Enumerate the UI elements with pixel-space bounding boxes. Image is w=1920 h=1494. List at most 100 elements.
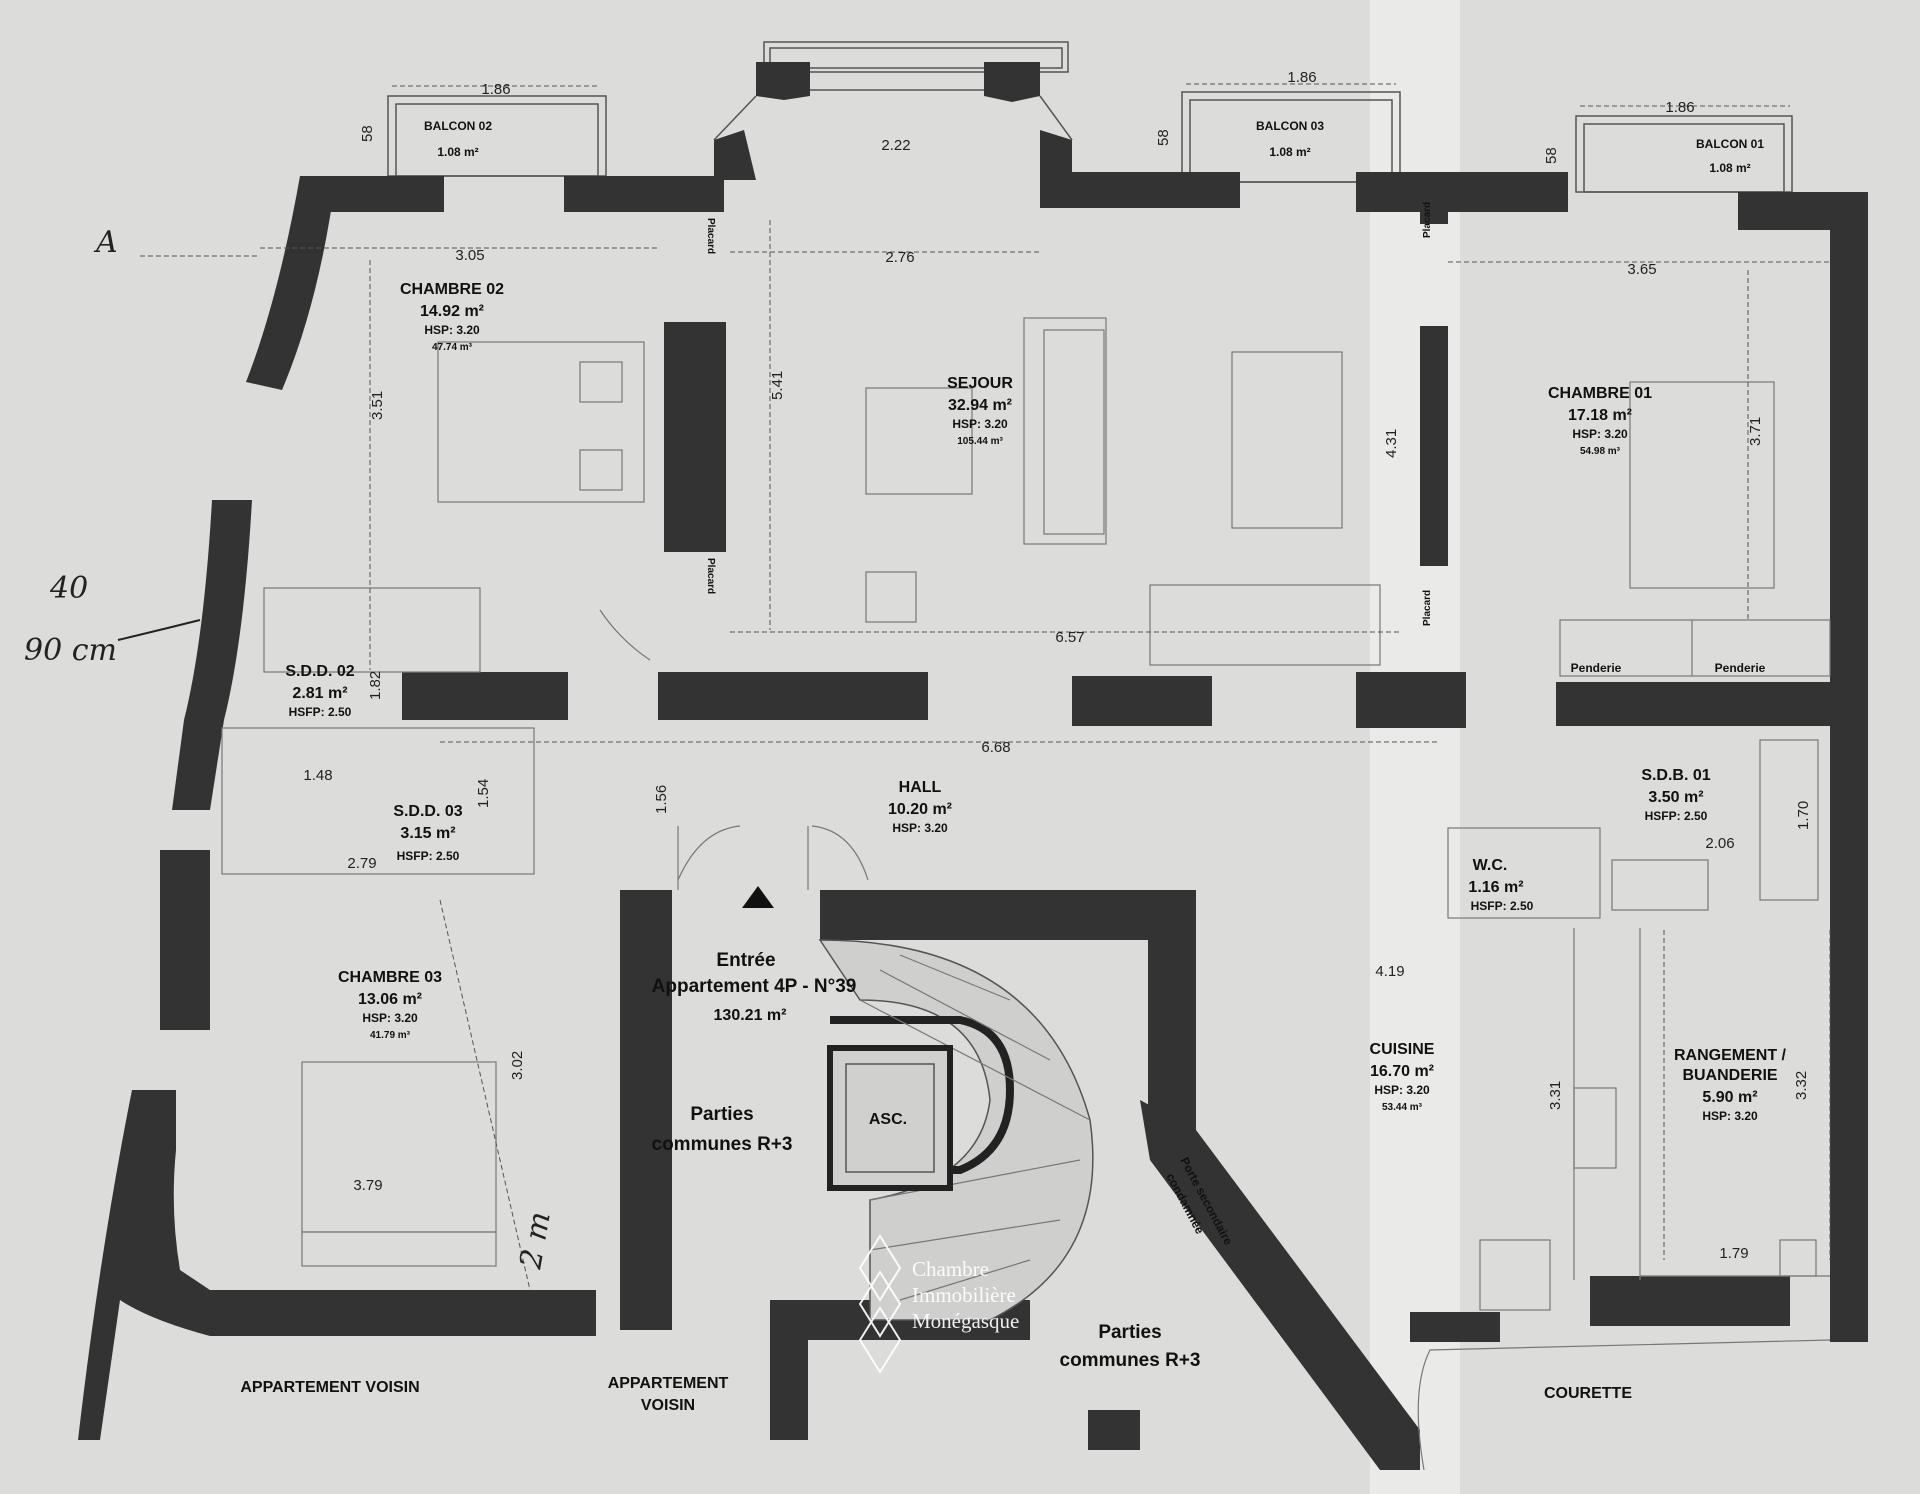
sdd-03-area: 3.15 m²: [400, 825, 455, 842]
balcony-01: [1575, 105, 1793, 193]
staircase: [818, 939, 1094, 1321]
sdd-02-hsp: HSFP: 2.50: [289, 705, 352, 719]
hall-width: 6.68: [981, 739, 1010, 756]
chambre-03-name: CHAMBRE 03: [338, 969, 442, 986]
chambre-01-volume: 54.98 m³: [1580, 446, 1621, 457]
balcony-02-width: 1.86: [481, 81, 510, 98]
neighbor-center-1: APPARTEMENT: [608, 1375, 729, 1392]
sdb-01-area: 3.50 m²: [1648, 789, 1703, 806]
balcony-01-width: 1.86: [1665, 99, 1694, 116]
cuisine-area: 16.70 m²: [1370, 1063, 1434, 1080]
balcony-02-name: BALCON 02: [424, 119, 492, 133]
sdd-02-depth: 1.82: [367, 671, 384, 700]
sdd-02-name: S.D.D. 02: [285, 663, 354, 680]
balcony-01-name: BALCON 01: [1696, 137, 1764, 151]
sdb-01-name: S.D.B. 01: [1641, 767, 1710, 784]
rangement-area: 5.90 m²: [1702, 1089, 1757, 1106]
chambre-02-area: 14.92 m²: [420, 303, 484, 320]
entrance-area: 130.21 m²: [714, 1007, 787, 1024]
cuisine-hsp: HSP: 3.20: [1374, 1083, 1430, 1097]
wc-area: 1.16 m²: [1468, 879, 1523, 896]
sdd-03-name: S.D.D. 03: [393, 803, 462, 820]
sejour-name: SEJOUR: [947, 375, 1013, 392]
balcony-02-area: 1.08 m²: [437, 145, 478, 159]
sejour-width: 2.76: [885, 249, 914, 266]
chambre-02-hsp: HSP: 3.20: [424, 323, 480, 337]
balcony-03: [1181, 83, 1401, 183]
balcony-03-area: 1.08 m²: [1269, 145, 1310, 159]
chambre-03-area: 13.06 m²: [358, 991, 422, 1008]
balcony-03-name: BALCON 03: [1256, 119, 1324, 133]
rangement-width: 1.79: [1719, 1245, 1748, 1262]
hall-depth: 1.56: [653, 785, 670, 814]
chambre-02-width: 3.05: [455, 247, 484, 264]
balcony-03-depth: 58: [1155, 129, 1172, 146]
sdd-03-width: 1.48: [303, 767, 332, 784]
watermark-line-3: Monégasque: [912, 1309, 1019, 1333]
exterior-walls: [78, 172, 1868, 1440]
hall-hsp: HSP: 3.20: [892, 821, 948, 835]
common-parts-label-1: Parties: [690, 1104, 753, 1125]
placard-3: Placard: [1422, 202, 1433, 238]
sejour-hsp: HSP: 3.20: [952, 417, 1008, 431]
section-marker: A: [93, 225, 118, 260]
common-parts-label-4: communes R+3: [1060, 1350, 1201, 1371]
interior-walls: [402, 212, 1840, 1470]
handwritten-width: 40: [49, 571, 88, 606]
balcony-02-depth: 58: [359, 125, 376, 142]
entrance-apartment: Appartement 4P - N°39: [652, 976, 857, 997]
cuisine-width: 4.19: [1375, 963, 1404, 980]
courette-label: COURETTE: [1544, 1385, 1632, 1402]
chambre-03-hsp: HSP: 3.20: [362, 1011, 418, 1025]
sdd-03-depth: 1.54: [475, 779, 492, 808]
chambre-01-name: CHAMBRE 01: [1548, 385, 1652, 402]
chambre-03-width: 3.79: [353, 1177, 382, 1194]
penderie-1: Penderie: [1571, 661, 1622, 675]
cuisine-depth: 3.31: [1547, 1081, 1564, 1110]
sejour-width-2: 6.57: [1055, 629, 1084, 646]
balcony-01-depth: 58: [1543, 147, 1560, 164]
cuisine-volume: 53.44 m³: [1382, 1102, 1423, 1113]
sejour-depth-2: 4.31: [1383, 429, 1400, 458]
balcony-01-area: 1.08 m²: [1709, 161, 1750, 175]
chambre-01-hsp: HSP: 3.20: [1572, 427, 1628, 441]
chambre-03-volume: 41.79 m³: [370, 1030, 411, 1041]
sdd-02-area: 2.81 m²: [292, 685, 347, 702]
chambre-02-volume: 47.74 m³: [432, 342, 473, 353]
balcony-02: [387, 85, 607, 177]
rangement-name-1: RANGEMENT /: [1674, 1047, 1787, 1064]
rangement-hsp: HSP: 3.20: [1702, 1109, 1758, 1123]
sdb-01-width: 2.06: [1705, 835, 1734, 852]
watermark-line-1: Chambre: [912, 1257, 989, 1281]
chambre-01-width: 3.65: [1627, 261, 1656, 278]
watermark-line-2: Immobilière: [912, 1283, 1016, 1307]
placard-1: Placard: [705, 218, 716, 254]
fixtures: [221, 317, 1831, 1471]
sejour-depth: 5.41: [769, 371, 786, 400]
sdb-01-depth: 1.70: [1795, 801, 1812, 830]
sejour-area: 32.94 m²: [948, 397, 1012, 414]
chambre-02-depth: 3.51: [369, 391, 386, 420]
balcony-03-width: 1.86: [1287, 69, 1316, 86]
wc-name: W.C.: [1473, 857, 1508, 874]
entrance-arrow-icon: [742, 886, 774, 908]
handwritten-cm: 90 cm: [24, 633, 117, 668]
sdd-03-width-2: 2.79: [347, 855, 376, 872]
elevator-label: ASC.: [869, 1111, 907, 1128]
chambre-01-depth: 3.71: [1747, 417, 1764, 446]
bay-window-width: 2.22: [881, 137, 910, 154]
wc-hsp: HSFP: 2.50: [1471, 899, 1534, 913]
hall-name: HALL: [899, 779, 942, 796]
cuisine-name: CUISINE: [1370, 1041, 1435, 1058]
penderie-2: Penderie: [1715, 661, 1766, 675]
common-parts-label-2: communes R+3: [652, 1134, 793, 1155]
handwritten-arrow: [117, 619, 201, 641]
entrance-title: Entrée: [716, 950, 775, 971]
chambre-01-area: 17.18 m²: [1568, 407, 1632, 424]
sdd-03-hsp: HSFP: 2.50: [397, 849, 460, 863]
rangement-depth: 3.32: [1793, 1071, 1810, 1100]
chambre-03-depth: 3.02: [509, 1051, 526, 1080]
placard-2: Placard: [705, 558, 716, 594]
hall-area: 10.20 m²: [888, 801, 952, 818]
neighbor-left: APPARTEMENT VOISIN: [240, 1379, 419, 1396]
